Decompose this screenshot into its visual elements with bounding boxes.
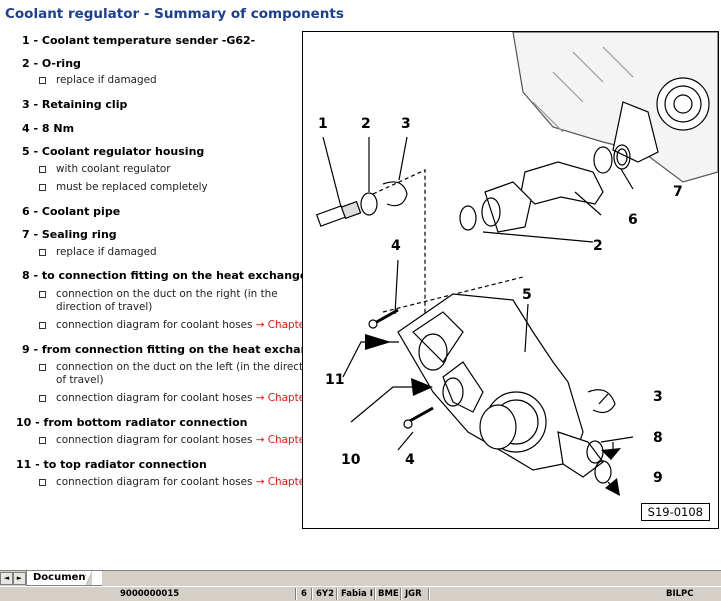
list-item-heading: 5 - Coolant regulator housing (22, 145, 205, 158)
list-item-heading: 3 - Retaining clip (22, 98, 128, 111)
next-tab-button[interactable]: ► (13, 572, 26, 585)
chapter-link[interactable]: → Chapter (255, 319, 310, 331)
status-separator (428, 588, 430, 600)
bullet-icon (39, 437, 46, 444)
list-item-heading: 6 - Coolant pipe (22, 205, 121, 218)
status-separator (400, 588, 402, 600)
list-item-heading: 8 - to connection fitting on the heat ex… (22, 269, 313, 282)
status-doc-number: 9000000015 (120, 589, 180, 599)
list-subitem: direction of travel) (56, 301, 153, 313)
callout-4-bottom: 4 (405, 452, 415, 468)
list-subitem: connection diagram for coolant hoses → C… (56, 319, 309, 332)
tab-edge (86, 571, 92, 585)
exploded-view-drawing (315, 32, 718, 496)
callout-2: 2 (361, 116, 371, 132)
list-subitem: with coolant regulator (56, 163, 171, 175)
status-separator (311, 588, 313, 600)
subitem-text: connection diagram for coolant hoses (56, 392, 253, 404)
status-field-3: Fabia I (341, 589, 373, 599)
list-subitem: replace if damaged (56, 74, 157, 86)
tab-document[interactable]: Document (26, 571, 103, 586)
status-separator (295, 588, 297, 600)
status-field-6: BILPC (666, 589, 694, 599)
callout-7: 7 (673, 184, 683, 200)
callout-2-right: 2 (593, 238, 603, 254)
status-bar: 9000000015 6 6Y2 Fabia I BME JGR BILPC (0, 586, 721, 601)
list-subitem: connection diagram for coolant hoses → C… (56, 392, 309, 405)
status-field-5: JGR (405, 589, 422, 599)
bullet-icon (39, 184, 46, 191)
bullet-icon (39, 479, 46, 486)
prev-tab-button[interactable]: ◄ (0, 572, 13, 585)
status-separator (374, 588, 376, 600)
list-subitem: replace if damaged (56, 246, 157, 258)
bullet-icon (39, 364, 46, 371)
subitem-text: connection diagram for coolant hoses (56, 476, 253, 488)
chapter-link[interactable]: → Chapter (255, 434, 310, 446)
callout-3: 3 (401, 116, 411, 132)
bullet-icon (39, 395, 46, 402)
list-subitem: must be replaced completely (56, 181, 208, 193)
callout-8: 8 (653, 430, 663, 446)
status-field-4: BME (378, 589, 399, 599)
list-item-heading: 1 - Coolant temperature sender -G62- (22, 34, 256, 47)
bullet-icon (39, 166, 46, 173)
list-subitem: connection diagram for coolant hoses → C… (56, 476, 309, 489)
sheet-tab-bar: ◄ ► Document (0, 570, 721, 586)
list-item-heading: 9 - from connection fitting on the heat … (22, 343, 330, 356)
status-field-2: 6Y2 (316, 589, 334, 599)
status-field-1: 6 (301, 589, 307, 599)
list-subitem: of travel) (56, 374, 104, 386)
bullet-icon (39, 249, 46, 256)
bullet-icon (39, 291, 46, 298)
chapter-link[interactable]: → Chapter (255, 392, 310, 404)
bullet-icon (39, 77, 46, 84)
list-subitem: connection diagram for coolant hoses → C… (56, 434, 309, 447)
subitem-text: connection diagram for coolant hoses (56, 319, 253, 331)
figure-id-label: S19-0108 (640, 503, 710, 521)
callout-1: 1 (318, 116, 328, 132)
chapter-link[interactable]: → Chapter (255, 476, 310, 488)
list-item-heading: 7 - Sealing ring (22, 228, 117, 241)
exploded-view-figure: 1 2 3 7 6 2 4 5 11 3 8 10 4 9 S19-0108 (302, 31, 719, 529)
callout-6: 6 (628, 212, 638, 228)
page-title: Coolant regulator - Summary of component… (5, 6, 344, 22)
status-separator (336, 588, 338, 600)
callout-10: 10 (341, 452, 361, 468)
list-item-heading: 2 - O-ring (22, 57, 81, 70)
list-item-heading: 11 - to top radiator connection (16, 458, 207, 471)
callout-11: 11 (325, 372, 345, 388)
bullet-icon (39, 322, 46, 329)
callout-5: 5 (522, 287, 532, 303)
callout-3-right: 3 (653, 389, 663, 405)
list-item-heading: 4 - 8 Nm (22, 122, 75, 135)
subitem-text: connection diagram for coolant hoses (56, 434, 253, 446)
callout-9: 9 (653, 470, 663, 486)
list-subitem: connection on the duct on the right (in … (56, 288, 278, 300)
callout-4-top: 4 (391, 238, 401, 254)
list-item-heading: 10 - from bottom radiator connection (16, 416, 248, 429)
list-subitem: connection on the duct on the left (in t… (56, 361, 319, 373)
